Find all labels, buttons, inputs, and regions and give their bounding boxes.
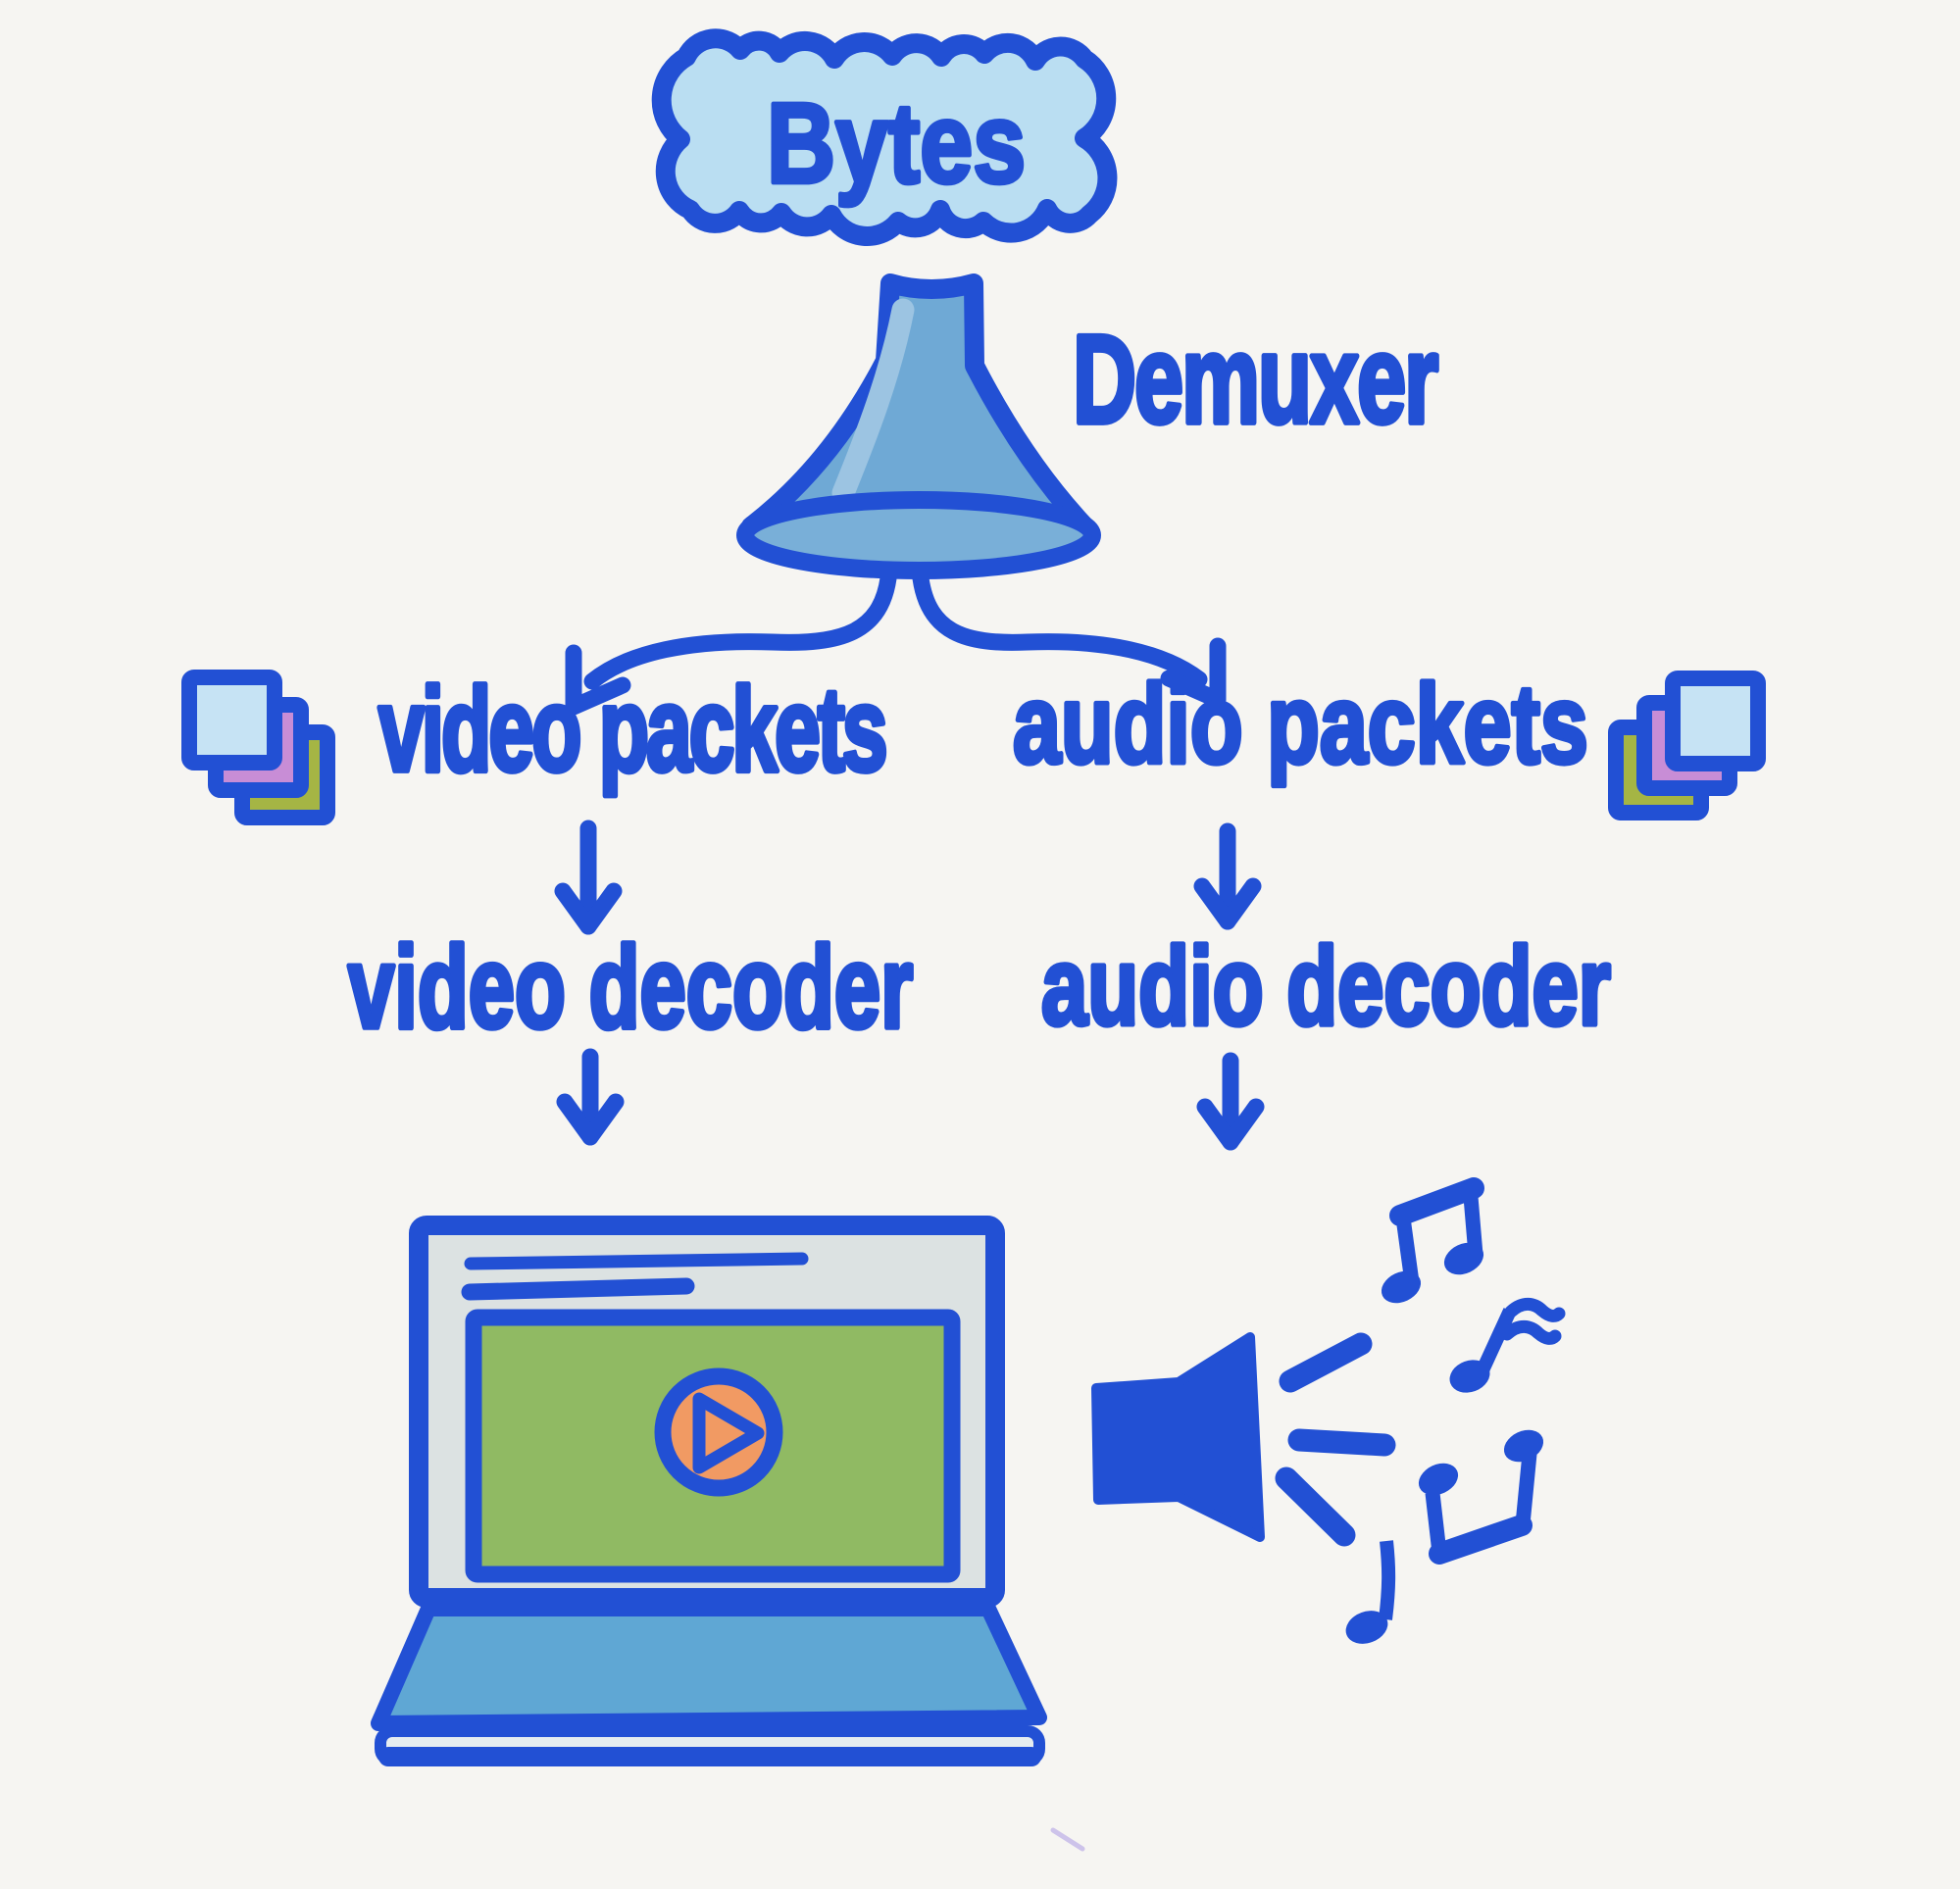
svg-text:video packets: video packets: [378, 664, 885, 797]
svg-text:Demuxer: Demuxer: [1073, 311, 1437, 450]
svg-text:Bytes: Bytes: [767, 79, 1026, 207]
svg-text:video decoder: video decoder: [348, 921, 913, 1052]
svg-text:audio packets: audio packets: [1013, 662, 1588, 787]
svg-text:audio decoder: audio decoder: [1041, 924, 1611, 1049]
